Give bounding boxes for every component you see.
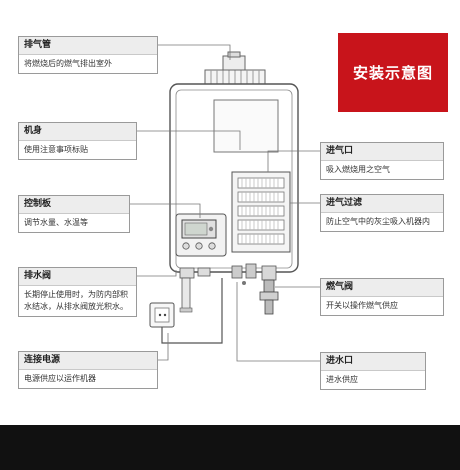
diagram-title: 安装示意图 [352,64,433,82]
leader-lines [130,44,320,362]
callout-air-filter: 进气过滤 防止空气中的灰尘吸入机器内 [320,194,444,232]
power-cord [161,278,223,344]
callout-air-filter-desc: 防止空气中的灰尘吸入机器内 [326,217,430,226]
callout-air-inlet: 进气口 吸入燃烧用之空气 [320,142,444,180]
callout-exhaust-pipe-title: 排气管 [19,37,157,55]
power-socket-shape [149,302,175,328]
callout-air-inlet-desc: 吸入燃烧用之空气 [326,165,390,174]
callout-water-inlet-title: 进水口 [321,353,425,371]
control-panel-shape [175,213,227,257]
callout-control-panel-title: 控制板 [19,196,129,214]
callout-drain-valve: 排水阀 长期停止使用时，为防内部积水结冰，从排水阀放光积水。 [18,267,137,317]
callout-gas-valve: 燃气阀 开关以操作燃气供应 [320,278,444,316]
callout-water-inlet-desc: 进水供应 [326,375,358,384]
callout-power-title: 连接电源 [19,352,157,370]
exhaust-pipe-shape [204,51,266,85]
bottom-fittings [179,263,279,315]
callout-gas-valve-title: 燃气阀 [321,279,443,297]
callout-power: 连接电源 电源供应以运作机器 [18,351,158,389]
callout-control-panel-desc: 调节水量、水温等 [24,218,88,227]
air-intake-grille [231,171,291,253]
callout-drain-valve-title: 排水阀 [19,268,136,286]
callout-control-panel: 控制板 调节水量、水温等 [18,195,130,233]
callout-air-filter-title: 进气过滤 [321,195,443,213]
callout-exhaust-pipe: 排气管 将燃烧后的燃气排出室外 [18,36,158,74]
callout-body: 机身 使用注意事项标贴 [18,122,137,160]
callout-body-title: 机身 [19,123,136,141]
diagram-title-banner: 安装示意图 [338,33,448,112]
warning-label-shape [213,99,279,153]
footer-band [0,425,460,470]
callout-drain-valve-desc: 长期停止使用时，为防内部积水结冰，从排水阀放光积水。 [24,290,128,311]
callout-power-desc: 电源供应以运作机器 [24,374,96,383]
callout-water-inlet: 进水口 进水供应 [320,352,426,390]
callout-gas-valve-desc: 开关以操作燃气供应 [326,301,398,310]
callout-exhaust-pipe-desc: 将燃烧后的燃气排出室外 [24,59,112,68]
callout-body-desc: 使用注意事项标贴 [24,145,88,154]
callout-air-inlet-title: 进气口 [321,143,443,161]
